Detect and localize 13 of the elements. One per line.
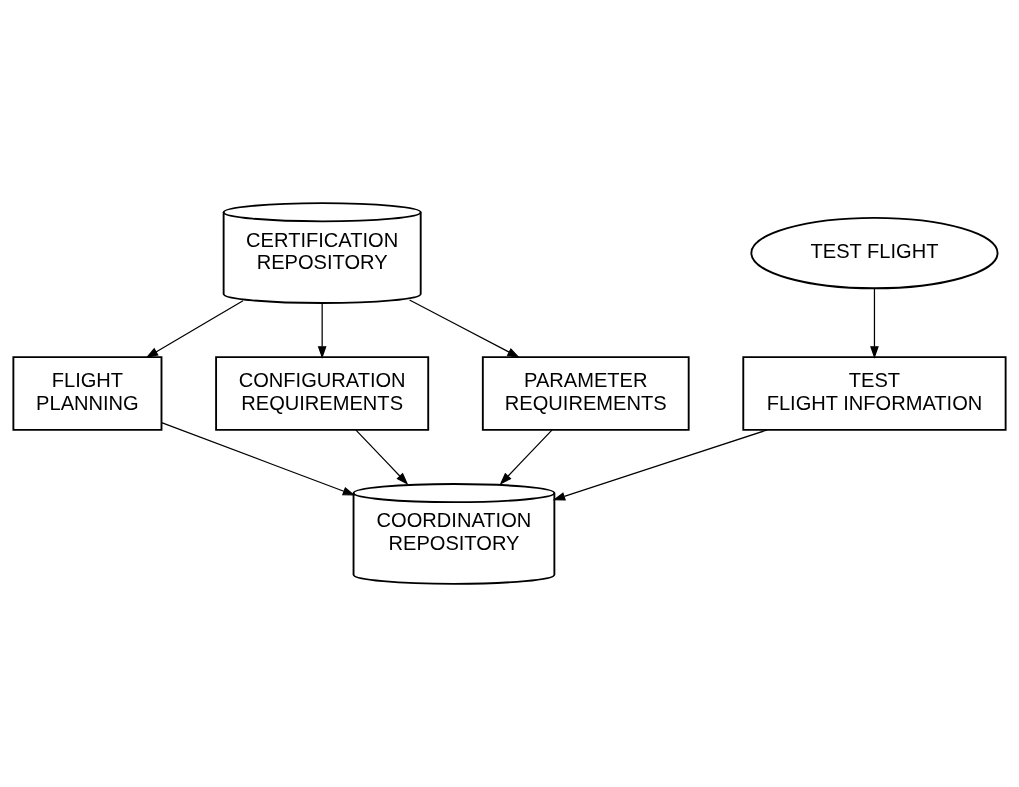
arrow [317,302,327,359]
node-box: CONFIGURATION REQUIREMENTS [215,356,430,431]
arrow [408,299,520,358]
arrow [145,300,244,359]
node-box: TEST FLIGHT INFORMATION [742,356,1007,431]
node-box: PARAMETER REQUIREMENTS [481,356,690,431]
arrow [160,422,356,496]
arrow [355,429,409,485]
arrow [552,429,768,501]
arrow [870,288,879,359]
node-box: FLIGHT PLANNING [12,356,163,431]
arrow [499,429,553,485]
node-ellipse: TEST FLIGHT [750,216,999,290]
